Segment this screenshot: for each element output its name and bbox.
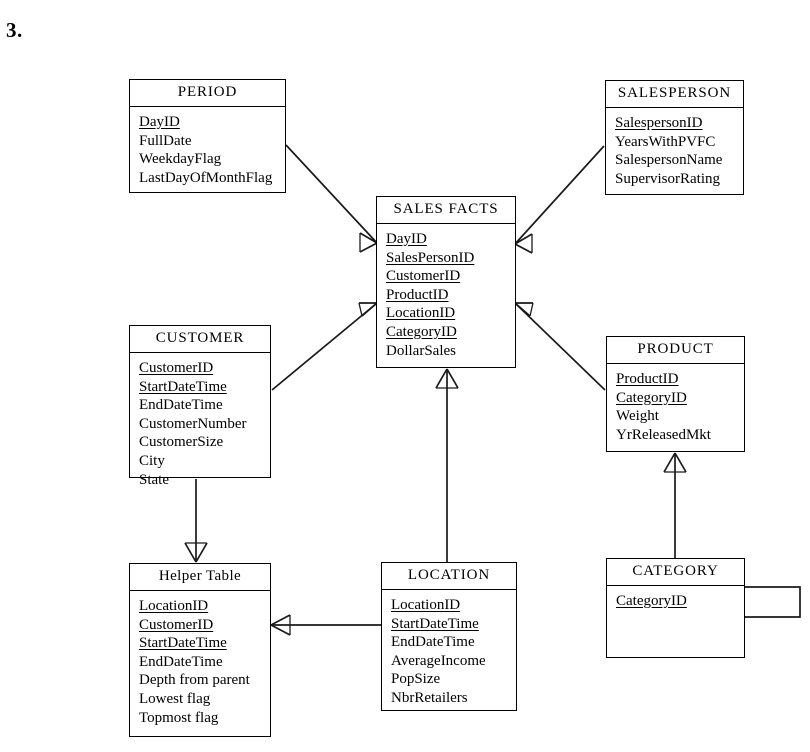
entity-salesperson-attributes: SalespersonID YearsWithPVFC SalespersonN…: [606, 108, 743, 194]
entity-salesperson-title: SALESPERSON: [606, 81, 743, 108]
attribute-row: PopSize: [391, 671, 441, 688]
attribute-row: SalespersonID: [615, 115, 703, 131]
relationship-salesfacts-location: [435, 368, 459, 562]
attribute-row: Topmost flag: [139, 709, 219, 726]
attribute-row: LocationID: [386, 305, 456, 322]
attribute-row: CategoryID: [386, 323, 457, 340]
entity-customer-attributes: CustomerID StartDateTime EndDateTime Cus…: [130, 353, 270, 495]
relationship-customer-salesfacts: [271, 302, 378, 391]
attribute-row: AverageIncome: [391, 652, 486, 669]
attribute-row: ProductID: [616, 371, 679, 387]
relationship-product-salesfacts: [514, 302, 606, 391]
entity-sales-facts-attributes: DayID SalesPersonID CustomerID ProductID…: [377, 224, 515, 366]
entity-salesperson[interactable]: SALESPERSON SalespersonID YearsWithPVFC …: [605, 80, 744, 195]
entity-period-attributes: DayID FullDate WeekdayFlag LastDayOfMont…: [130, 107, 285, 193]
entity-sales-facts[interactable]: SALES FACTS DayID SalesPersonID Customer…: [376, 196, 516, 368]
relationship-period-salesfacts: [285, 144, 378, 253]
attribute-row: CustomerSize: [139, 434, 224, 451]
entity-category[interactable]: CATEGORY CategoryID: [606, 558, 745, 658]
attribute-row: EndDateTime: [139, 397, 223, 414]
attribute-row: StartDateTime: [391, 615, 479, 632]
entity-location[interactable]: LOCATION LocationID StartDateTime EndDat…: [381, 562, 517, 711]
entity-period[interactable]: PERIOD DayID FullDate WeekdayFlag LastDa…: [129, 79, 286, 193]
attribute-row: SalesPersonID: [386, 249, 475, 266]
attribute-row: CustomerID: [139, 616, 214, 633]
attribute-row: CustomerNumber: [139, 415, 247, 432]
entity-product-attributes: ProductID CategoryID Weight YrReleasedMk…: [607, 364, 744, 450]
attribute-row: DayID: [386, 231, 427, 247]
entity-category-title: CATEGORY: [607, 559, 744, 586]
entity-product-title: PRODUCT: [607, 337, 744, 364]
entity-location-attributes: LocationID StartDateTime EndDateTime Ave…: [382, 590, 516, 714]
entity-category-attributes: CategoryID: [607, 586, 744, 617]
entity-period-title: PERIOD: [130, 80, 285, 107]
attribute-row: State: [139, 471, 169, 488]
attribute-row: DayID: [139, 114, 180, 130]
entity-helper-table-attributes: LocationID CustomerID StartDateTime EndD…: [130, 591, 270, 733]
attribute-row: City: [139, 452, 165, 469]
attribute-row: Lowest flag: [139, 690, 211, 707]
attribute-row: ProductID: [386, 286, 449, 303]
question-number: 3.: [6, 18, 23, 42]
attribute-row: CustomerID: [386, 268, 461, 285]
attribute-row: StartDateTime: [139, 635, 227, 652]
attribute-row: EndDateTime: [391, 634, 475, 651]
attribute-row: FullDate: [139, 132, 192, 149]
relationship-helper-location: [270, 614, 381, 636]
attribute-row: DollarSales: [386, 342, 456, 359]
entity-customer-title: CUSTOMER: [130, 326, 270, 353]
attribute-row: LocationID: [391, 597, 461, 613]
entity-location-title: LOCATION: [382, 563, 516, 590]
attribute-row: WeekdayFlag: [139, 151, 222, 168]
attribute-row: LocationID: [139, 598, 209, 614]
entity-helper-table[interactable]: Helper Table LocationID CustomerID Start…: [129, 563, 271, 737]
attribute-row: LastDayOfMonthFlag: [139, 169, 273, 186]
attribute-row: EndDateTime: [139, 653, 223, 670]
attribute-row: NbrRetailers: [391, 689, 468, 706]
attribute-row: StartDateTime: [139, 378, 227, 395]
attribute-row: Depth from parent: [139, 672, 250, 689]
entity-helper-table-title: Helper Table: [130, 564, 270, 591]
attribute-row: SalespersonName: [615, 152, 723, 169]
entity-product[interactable]: PRODUCT ProductID CategoryID Weight YrRe…: [606, 336, 745, 452]
relationship-product-category: [663, 452, 687, 558]
entity-sales-facts-title: SALES FACTS: [377, 197, 515, 224]
attribute-row: YearsWithPVFC: [615, 133, 716, 150]
relationship-salesperson-salesfacts: [514, 145, 605, 254]
attribute-row: CategoryID: [616, 389, 687, 406]
attribute-row: Weight: [616, 408, 659, 425]
attribute-row: CustomerID: [139, 360, 214, 376]
attribute-row: YrReleasedMkt: [616, 426, 711, 443]
entity-customer[interactable]: CUSTOMER CustomerID StartDateTime EndDat…: [129, 325, 271, 488]
attribute-row: CategoryID: [616, 593, 687, 609]
attribute-row: SupervisorRating: [615, 170, 720, 187]
